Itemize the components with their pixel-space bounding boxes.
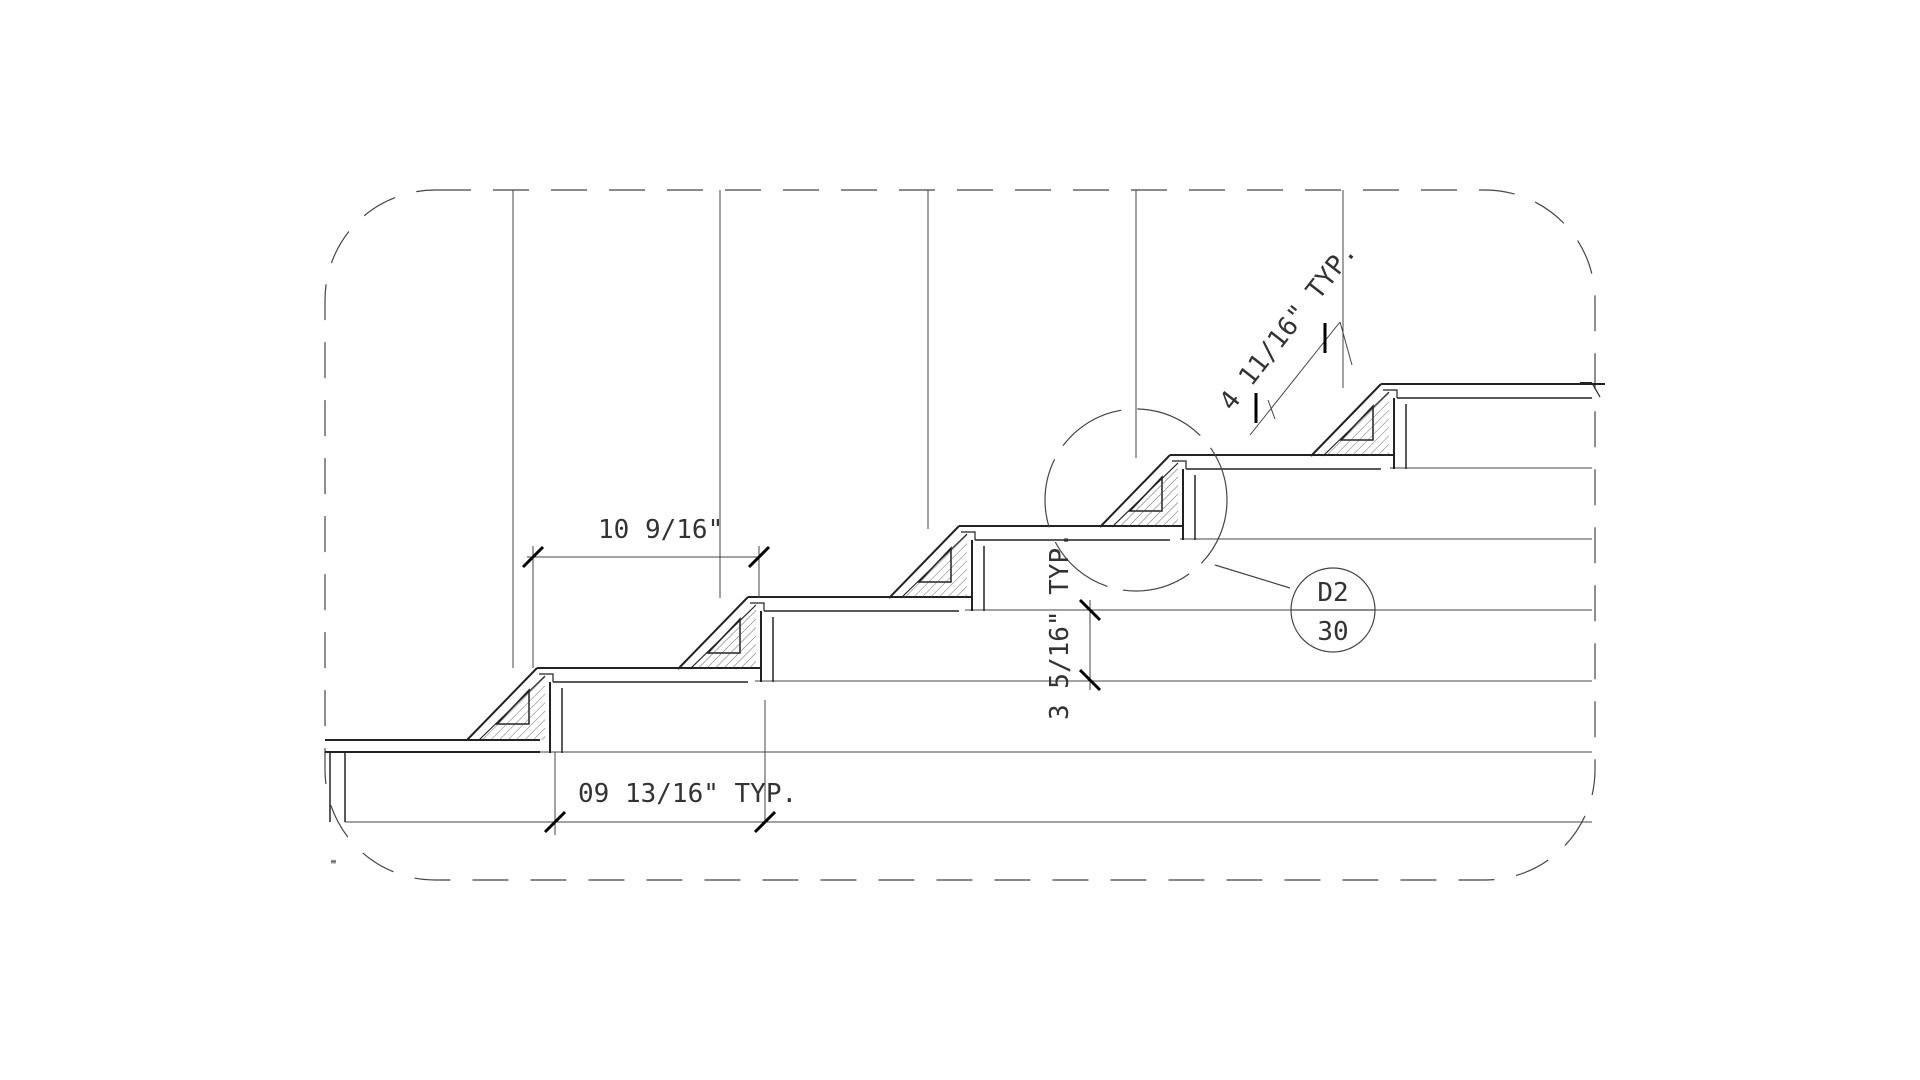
nosing-slope-line: [888, 525, 960, 599]
nosing-hatch: [690, 605, 756, 669]
vertical-reference-lines: [512, 190, 1344, 668]
nosing-offset-label: 4 11/16" TYP.: [1214, 237, 1363, 416]
drawing-boundary: [324, 189, 1596, 881]
riser-height-label: 3 5/16" TYP.: [1045, 532, 1075, 720]
tread-depth-label: 10 9/16": [598, 515, 723, 545]
nosing-spacing-label: 09 13/16" TYP.: [578, 779, 797, 809]
nosing-detail: [1172, 460, 1187, 469]
nosing-hatch: [1112, 463, 1178, 527]
nosing-hatch: [1323, 392, 1389, 456]
dimension-tread-depth: 10 9/16": [521, 515, 771, 668]
nosing-hatch: [901, 534, 967, 598]
dimension-riser-height: 3 5/16" TYP.: [1045, 532, 1102, 720]
nosing-detail: [1383, 389, 1398, 398]
detail-callout: D2 30: [1290, 567, 1376, 653]
nosing-detail: [539, 673, 554, 682]
nosing-slope-line: [1310, 383, 1382, 457]
nosing-slope-line: [466, 667, 538, 741]
nosing-slope-line: [677, 596, 749, 670]
detail-reference-circle: [1044, 408, 1291, 592]
dimension-nosing-spacing: 09 13/16" TYP.: [543, 752, 797, 835]
nosing-detail: [961, 531, 976, 540]
horizontal-reference-lines: [345, 467, 1592, 823]
nosing-hatch: [479, 676, 545, 740]
top-landing-tail: [1591, 382, 1601, 398]
stair-profile: [325, 382, 1605, 822]
corner-mark: ≡: [330, 857, 337, 866]
detail-id-label: D2: [1317, 578, 1348, 608]
detail-sheet-label: 30: [1317, 617, 1348, 647]
nosing-detail: [750, 602, 765, 611]
dimension-nosing-offset: 4 11/16" TYP.: [1214, 237, 1363, 436]
nosing-slope-line: [1099, 454, 1171, 528]
